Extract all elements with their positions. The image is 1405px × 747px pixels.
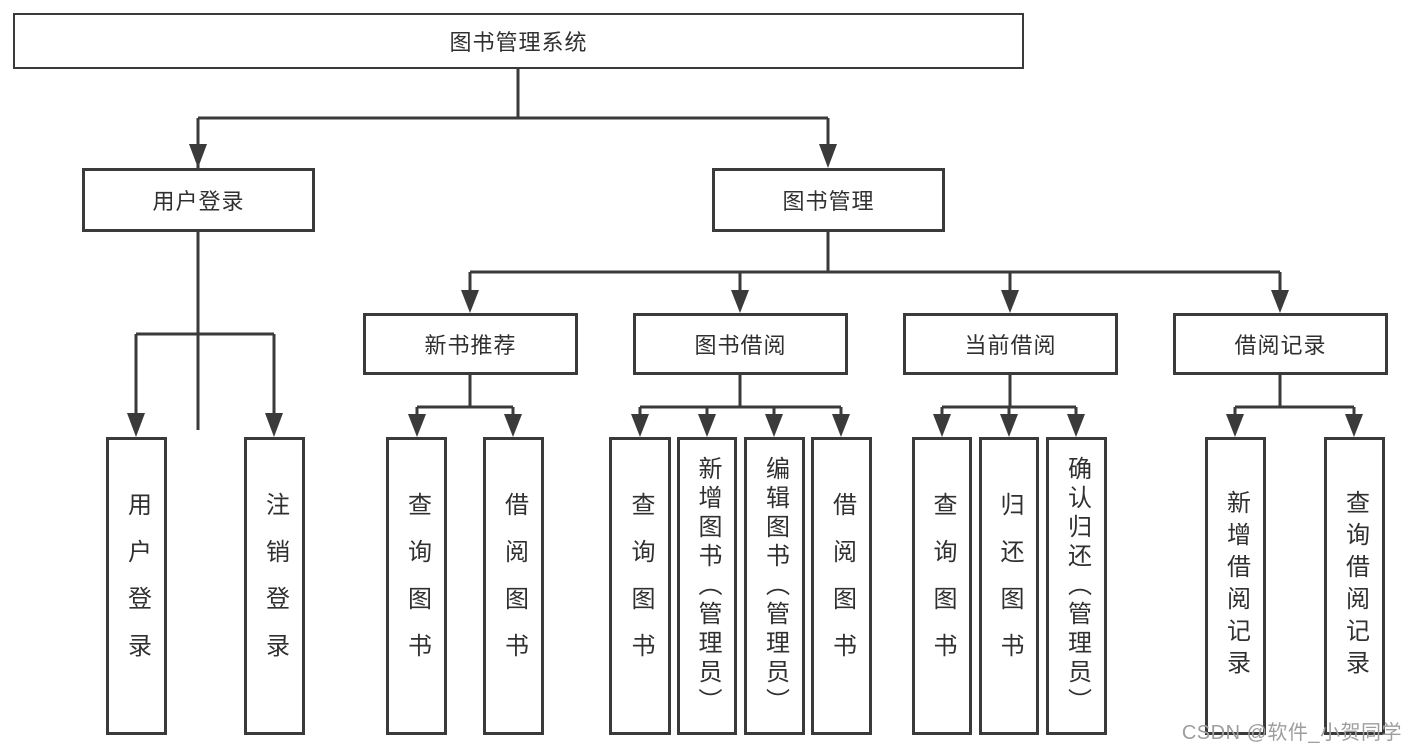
leaf-add-borrow-record-label: 新增借阅记录 bbox=[1222, 490, 1250, 682]
leaf-query-books-1: 查询图书 bbox=[386, 437, 447, 735]
leaf-logout-label: 注销登录 bbox=[261, 492, 289, 680]
node-book-management: 图书管理 bbox=[712, 168, 945, 232]
leaf-query-books-3-label: 查询图书 bbox=[929, 492, 956, 680]
watermark-text: CSDN @软件_小贺同学 bbox=[1181, 722, 1402, 744]
leaf-user-login-label: 用户登录 bbox=[123, 492, 151, 680]
node-library-system: 图书管理系统 bbox=[13, 13, 1024, 69]
wire-book-borrow bbox=[631, 375, 850, 437]
leaf-edit-book-admin-label: 编辑图书（管理员） bbox=[761, 455, 789, 717]
leaf-return-book-label: 归还图书 bbox=[996, 492, 1023, 680]
node-book-management-label: 图书管理 bbox=[782, 189, 875, 214]
leaf-borrow-books-2-label: 借阅图书 bbox=[828, 492, 856, 680]
leaf-query-borrow-record: 查询借阅记录 bbox=[1324, 437, 1385, 735]
wire-new-book-recommend bbox=[408, 375, 522, 437]
wire-current-borrow bbox=[933, 375, 1085, 437]
wire-user-login bbox=[127, 232, 283, 437]
leaf-add-book-admin: 新增图书（管理员） bbox=[677, 437, 737, 735]
leaf-add-borrow-record: 新增借阅记录 bbox=[1205, 437, 1266, 735]
wire-book-management bbox=[461, 232, 1289, 313]
leaf-confirm-return-admin-label: 确认归还（管理员） bbox=[1063, 455, 1091, 717]
node-user-login-label: 用户登录 bbox=[152, 189, 245, 214]
leaf-confirm-return-admin: 确认归还（管理员） bbox=[1046, 437, 1107, 735]
node-user-login: 用户登录 bbox=[82, 168, 315, 232]
leaf-query-books-2-label: 查询图书 bbox=[627, 492, 654, 680]
leaf-borrow-books-1: 借阅图书 bbox=[483, 437, 544, 735]
node-new-book-recommend: 新书推荐 bbox=[363, 313, 578, 375]
leaf-user-login: 用户登录 bbox=[106, 437, 167, 735]
node-current-borrow: 当前借阅 bbox=[903, 313, 1118, 375]
leaf-edit-book-admin: 编辑图书（管理员） bbox=[744, 437, 805, 735]
node-library-system-label: 图书管理系统 bbox=[449, 30, 588, 55]
leaf-logout: 注销登录 bbox=[244, 437, 305, 735]
wire-borrow-records bbox=[1226, 375, 1363, 437]
leaf-add-book-admin-label: 新增图书（管理员） bbox=[694, 455, 721, 717]
node-borrow-records: 借阅记录 bbox=[1173, 313, 1388, 375]
leaf-query-books-3: 查询图书 bbox=[912, 437, 972, 735]
node-borrow-records-label: 借阅记录 bbox=[1234, 333, 1327, 358]
wire-root bbox=[189, 69, 837, 430]
leaf-return-book: 归还图书 bbox=[979, 437, 1039, 735]
node-current-borrow-label: 当前借阅 bbox=[964, 333, 1057, 358]
node-book-borrow-label: 图书借阅 bbox=[694, 333, 787, 358]
leaf-borrow-books-2: 借阅图书 bbox=[811, 437, 872, 735]
leaf-query-borrow-record-label: 查询借阅记录 bbox=[1341, 490, 1369, 682]
node-book-borrow: 图书借阅 bbox=[633, 313, 848, 375]
node-new-book-recommend-label: 新书推荐 bbox=[424, 333, 517, 358]
leaf-query-books-2: 查询图书 bbox=[609, 437, 671, 735]
leaf-borrow-books-1-label: 借阅图书 bbox=[500, 492, 528, 680]
leaf-query-books-1-label: 查询图书 bbox=[403, 492, 431, 680]
